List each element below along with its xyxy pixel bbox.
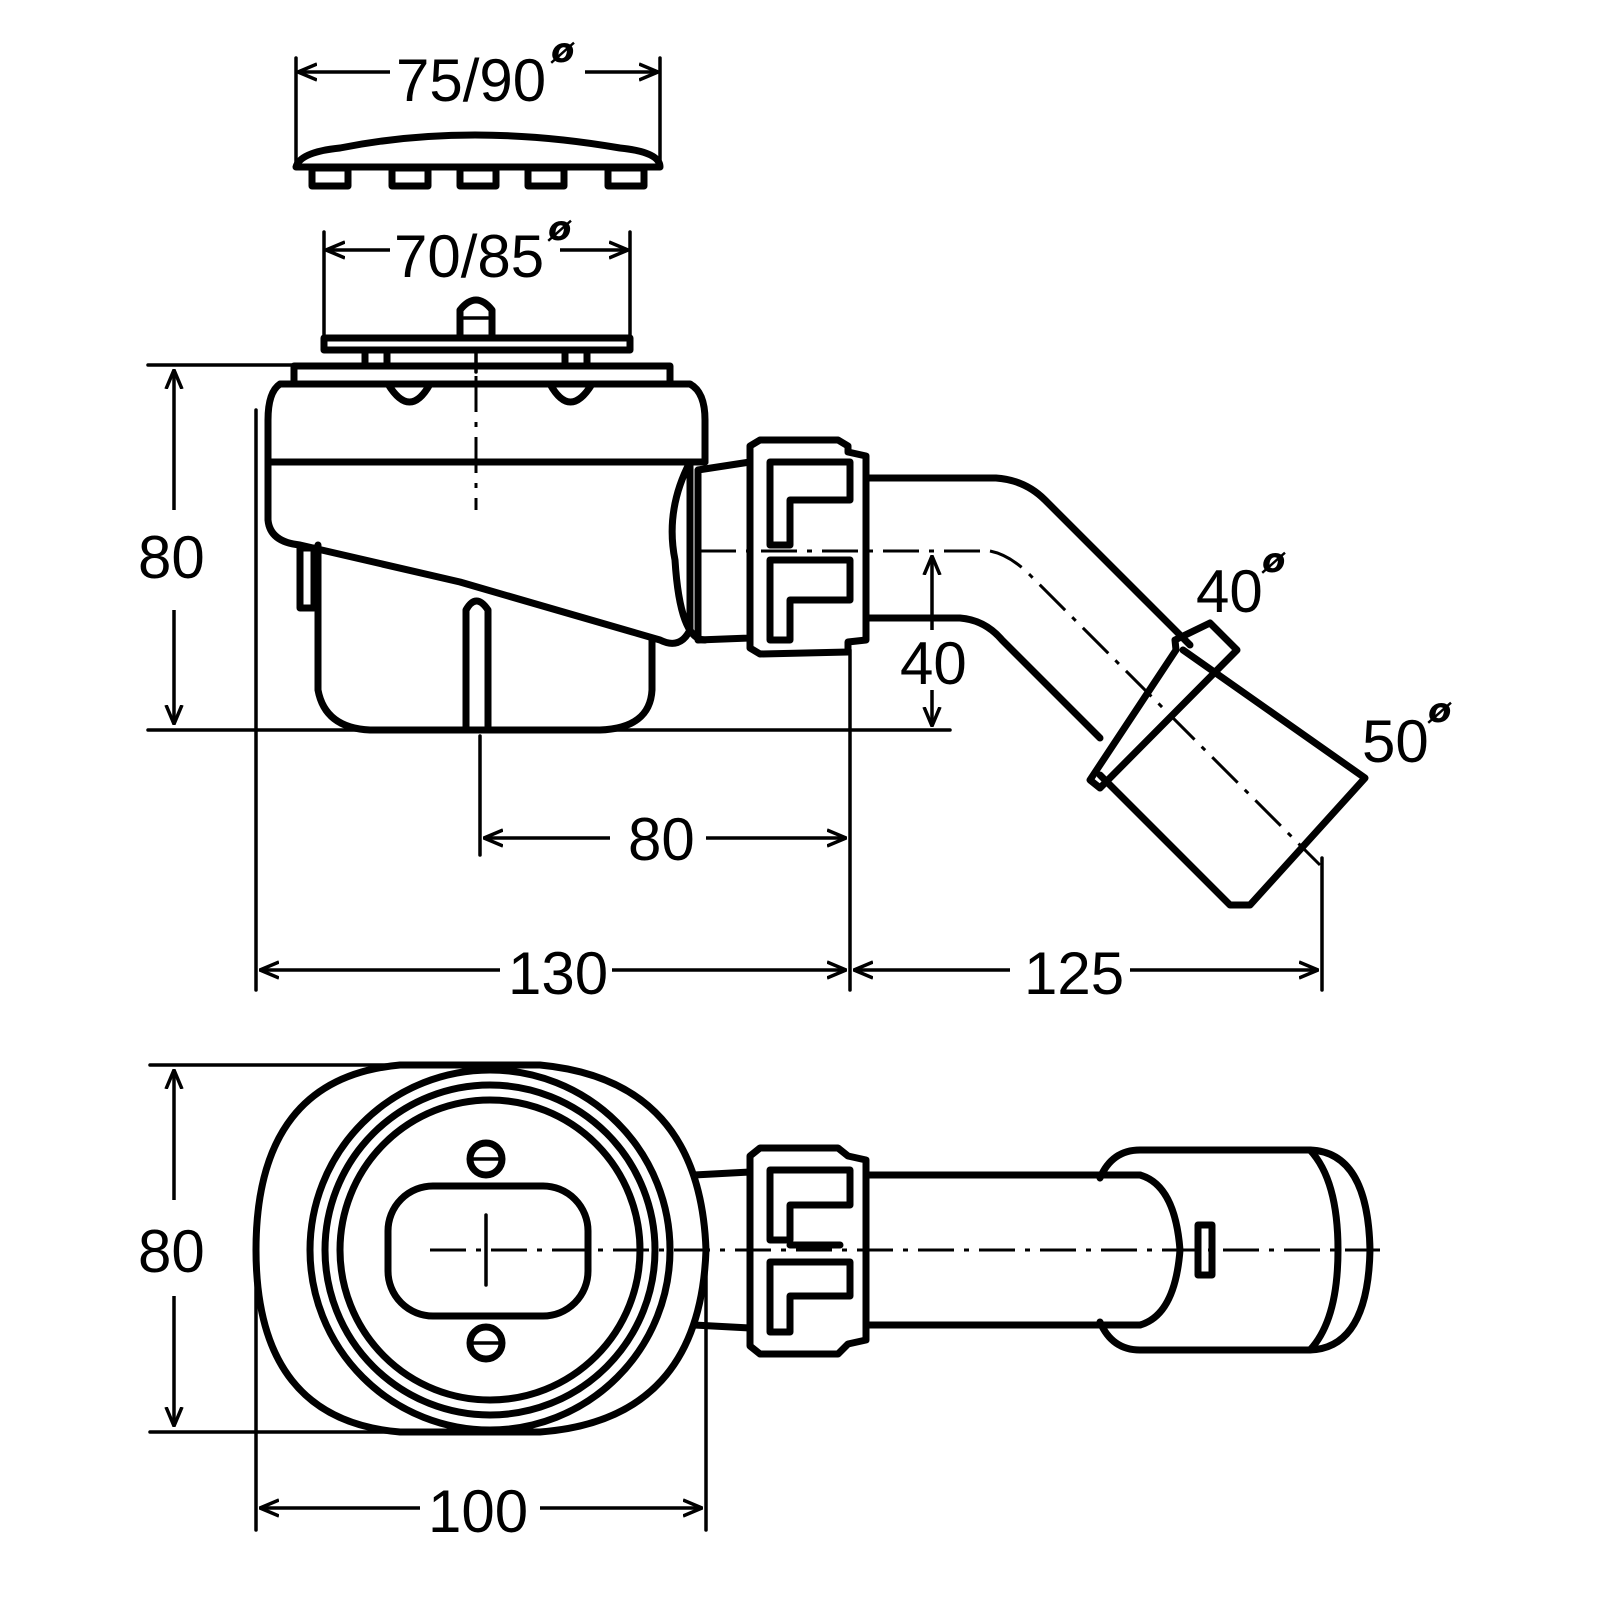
grate-diameter-dimension: 75/90 ø xyxy=(298,31,658,114)
top-view: 80 100 xyxy=(138,1061,1380,1545)
height-dimension: 80 xyxy=(138,363,952,732)
outlet-offset-label: 80 xyxy=(628,806,695,873)
diameter-symbol: ø xyxy=(1261,541,1286,581)
body-length-dimension: 130 xyxy=(260,940,846,1007)
height-label: 80 xyxy=(138,524,205,591)
outlet-diameter-label-group: 50 ø xyxy=(1362,691,1452,775)
trap-body xyxy=(264,362,709,734)
grate-diameter-label: 75/90 xyxy=(396,47,546,114)
diameter-symbol: ø xyxy=(547,209,572,249)
length-dimension: 100 xyxy=(254,1258,708,1545)
outlet-pipe xyxy=(700,474,1369,909)
outlet-length-dimension: 125 xyxy=(854,940,1318,1007)
diameter-symbol: ø xyxy=(1427,691,1452,731)
width-dimension: 80 xyxy=(138,1063,402,1434)
outlet-pipe-top xyxy=(430,1146,1380,1354)
outlet-offset-dimension: 80 xyxy=(484,806,846,873)
grate-cover xyxy=(292,56,664,190)
seal-height-dimension: 40 xyxy=(900,556,967,726)
union-nut-top xyxy=(690,1144,870,1358)
strainer-diameter-label: 70/85 xyxy=(394,223,544,290)
side-view: 75/90 ø 70/85 ø xyxy=(138,31,1452,1007)
length-label: 100 xyxy=(428,1478,528,1545)
width-label: 80 xyxy=(138,1218,205,1285)
outlet-diameter-label: 50 xyxy=(1362,708,1429,775)
body-length-label: 130 xyxy=(508,940,608,1007)
pipe-diameter-label: 40 xyxy=(1196,558,1263,625)
strainer-diameter-dimension: 70/85 ø xyxy=(326,209,628,290)
diameter-symbol: ø xyxy=(550,31,575,71)
seal-height-label: 40 xyxy=(900,630,967,697)
outlet-length-label: 125 xyxy=(1024,940,1124,1007)
pipe-diameter-label-group: 40 ø xyxy=(1196,541,1286,625)
union-nut xyxy=(668,436,870,658)
